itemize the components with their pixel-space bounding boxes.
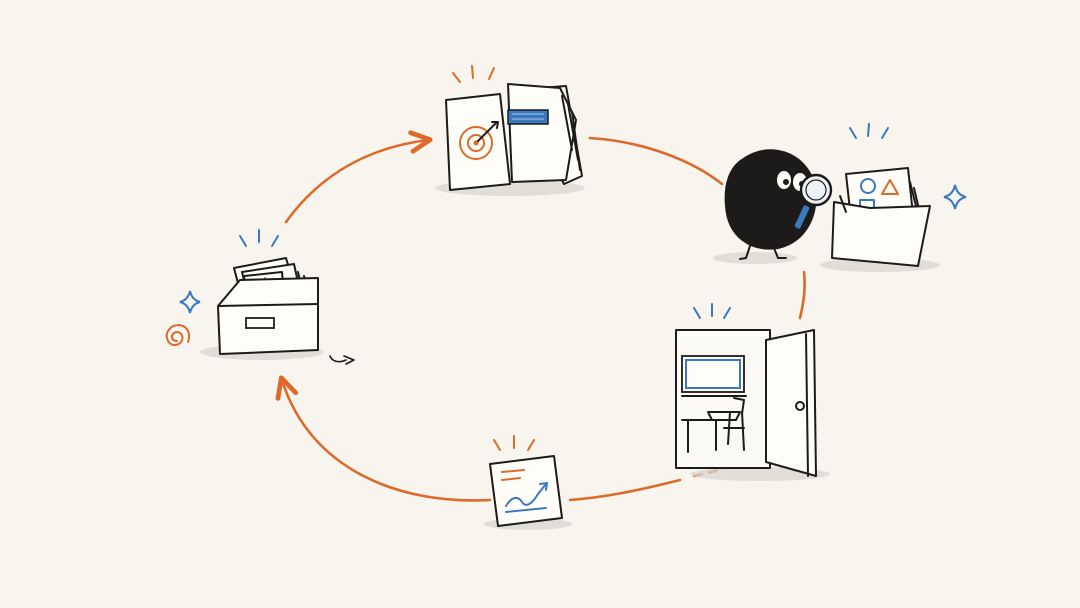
- highlight-burst-icon: [493, 435, 535, 451]
- arrow-chart-to-box: [275, 375, 492, 502]
- open-door-classroom-icon: [675, 329, 817, 477]
- star-file-box-icon: [217, 257, 319, 355]
- chalkboard-icon: [681, 355, 747, 397]
- target-document-icon: [445, 93, 511, 191]
- folder-stack-icon: [507, 83, 583, 185]
- sparkle-icon: [179, 290, 201, 314]
- stage-target-document: [435, 65, 585, 196]
- arrow-box-to-document: [284, 130, 433, 224]
- stage-chart-card: [484, 435, 572, 530]
- swirl-icon: [165, 323, 191, 346]
- arrow-door-to-chart: [568, 478, 682, 502]
- stage-doorway: [675, 303, 830, 481]
- stage-inspection: [713, 123, 967, 272]
- highlight-burst-icon: [693, 303, 731, 319]
- magnifying-glass-icon: [792, 173, 833, 231]
- motion-squiggle-icon: [329, 355, 355, 365]
- shapes-folder-icon: [831, 167, 931, 267]
- trend-chart-card-icon: [489, 455, 563, 527]
- highlight-burst-icon: [849, 123, 889, 139]
- highlight-burst-icon: [239, 229, 279, 247]
- highlight-burst-icon: [452, 65, 495, 83]
- arrow-inspection-to-door: [798, 270, 806, 320]
- stage-archive-box: [165, 229, 355, 365]
- arrow-document-to-inspection: [588, 136, 724, 186]
- sparkle-icon: [943, 184, 967, 210]
- desk-chair-icon: [681, 397, 745, 453]
- magnifier-creature-icon: [724, 149, 833, 260]
